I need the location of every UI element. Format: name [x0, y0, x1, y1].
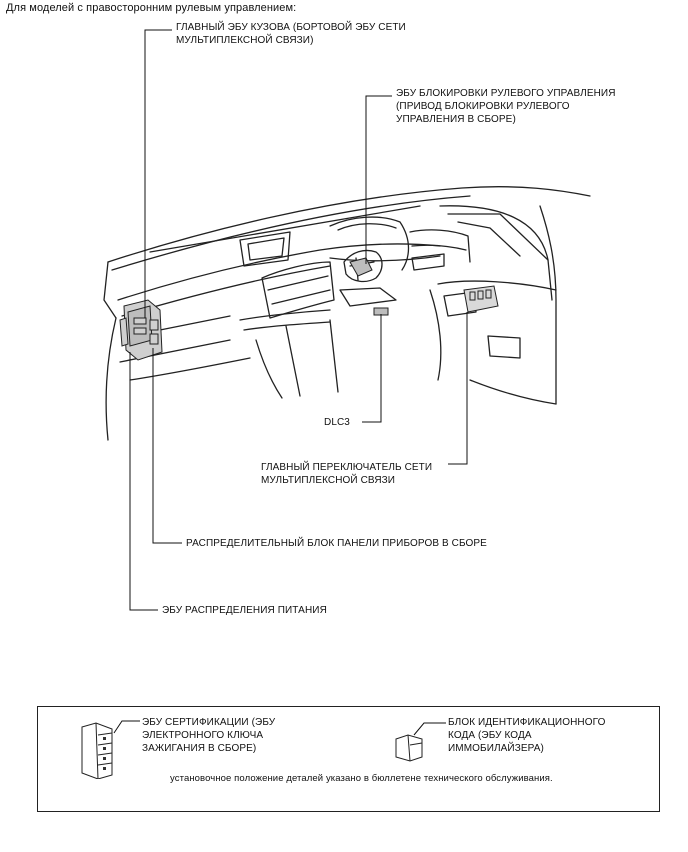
- callout-power-ecu: ЭБУ РАСПРЕДЕЛЕНИЯ ПИТАНИЯ: [162, 605, 327, 616]
- multiplex-switch-shape: [463, 285, 499, 313]
- dlc3-shape: [373, 307, 389, 316]
- leader-steering-lock: [365, 95, 392, 264]
- dashboard-illustration: [103, 29, 591, 611]
- leader-power-ecu: [129, 352, 158, 611]
- id-code-box-icon: [395, 734, 423, 762]
- leader-junction-block: [152, 348, 182, 544]
- leader-cert-ecu: [113, 720, 140, 734]
- leader-dlc3: [362, 314, 382, 423]
- left-ecu-cluster: [119, 299, 163, 361]
- leader-body-ecu: [144, 29, 172, 318]
- cert-ecu-icon: [81, 722, 113, 779]
- page-header: Для моделей с правосторонним рулевым упр…: [6, 2, 297, 14]
- leader-multiplex-switch: [448, 312, 468, 465]
- callout-junction-block: РАСПРЕДЕЛИТЕЛЬНЫЙ БЛОК ПАНЕЛИ ПРИБОРОВ В…: [186, 538, 487, 549]
- callout-dlc3: DLC3: [324, 417, 350, 428]
- leader-id-code: [413, 722, 446, 736]
- callout-steering-lock-ecu: ЭБУ БЛОКИРОВКИ РУЛЕВОГО УПРАВЛЕНИЯ(ПРИВО…: [396, 88, 616, 125]
- legend-note: установочное положение деталей указано в…: [170, 773, 553, 784]
